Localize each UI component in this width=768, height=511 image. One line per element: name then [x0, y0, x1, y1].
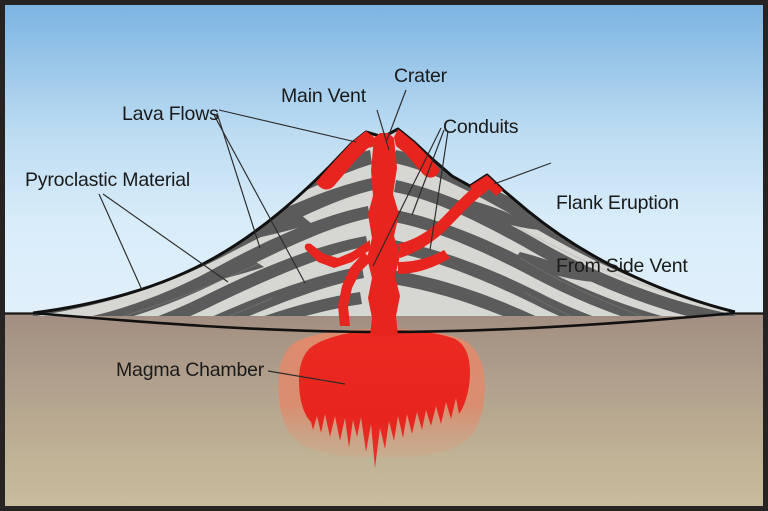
summit-lava-left — [316, 131, 376, 190]
leader-lava-1 — [218, 109, 357, 143]
leader-pyroclastic-2 — [102, 193, 229, 283]
magma-chamber-body — [299, 330, 470, 468]
flank-conduit-lower — [398, 250, 450, 274]
label-pyroclastic-material: Pyroclastic Material — [25, 169, 191, 191]
label-flank-eruption: Flank Eruption From Side Vent — [556, 151, 688, 319]
flank-conduit-upper — [398, 176, 494, 258]
lava-layer-left-5 — [33, 266, 364, 316]
magma-plumbing — [304, 129, 503, 336]
label-magma-chamber: Magma Chamber — [116, 359, 265, 381]
lava-lens-right-b — [512, 252, 594, 282]
leader-lava-3 — [213, 114, 306, 284]
leader-crater — [386, 89, 407, 141]
lava-layer-right-2 — [394, 180, 735, 316]
leader-magma-chamber — [267, 370, 346, 385]
lava-layer-right-3 — [394, 210, 735, 316]
lava-layer-right-4 — [392, 240, 735, 316]
label-main-vent: Main Vent — [281, 85, 366, 107]
magma-chamber — [278, 329, 485, 468]
label-conduits: Conduits — [443, 116, 519, 138]
leader-conduit-1 — [372, 127, 442, 267]
label-flank-eruption-line1: Flank Eruption — [556, 192, 679, 214]
leader-main-vent — [376, 109, 390, 151]
lava-layer-left-3 — [34, 206, 370, 316]
lava-layer-right-5 — [392, 270, 548, 316]
leader-flank-eruption — [493, 162, 552, 185]
lava-layer-left-6 — [192, 292, 362, 316]
label-flank-eruption-line2: From Side Vent — [556, 255, 688, 277]
leader-conduit-3 — [429, 130, 449, 251]
side-vent-lava — [470, 175, 503, 196]
label-crater: Crater — [394, 65, 447, 87]
lava-layer-left-2 — [33, 178, 374, 316]
crater-notch — [374, 133, 394, 152]
lava-layer-left-4 — [33, 236, 368, 316]
main-vent-conduit — [367, 138, 400, 336]
leader-pyroclastic-1 — [98, 193, 143, 291]
left-branch-conduit — [304, 240, 370, 268]
volcano-cone-outline — [32, 127, 736, 315]
leader-lines — [98, 89, 552, 385]
left-branch-descending — [338, 252, 372, 326]
lava-lens-right-a — [462, 200, 540, 230]
label-lava-flows: Lava Flows — [122, 103, 219, 125]
summit-lava-right — [394, 129, 440, 178]
leader-lava-2 — [216, 112, 261, 249]
lava-lens-left-b — [186, 258, 264, 286]
leader-conduit-2 — [411, 129, 445, 216]
